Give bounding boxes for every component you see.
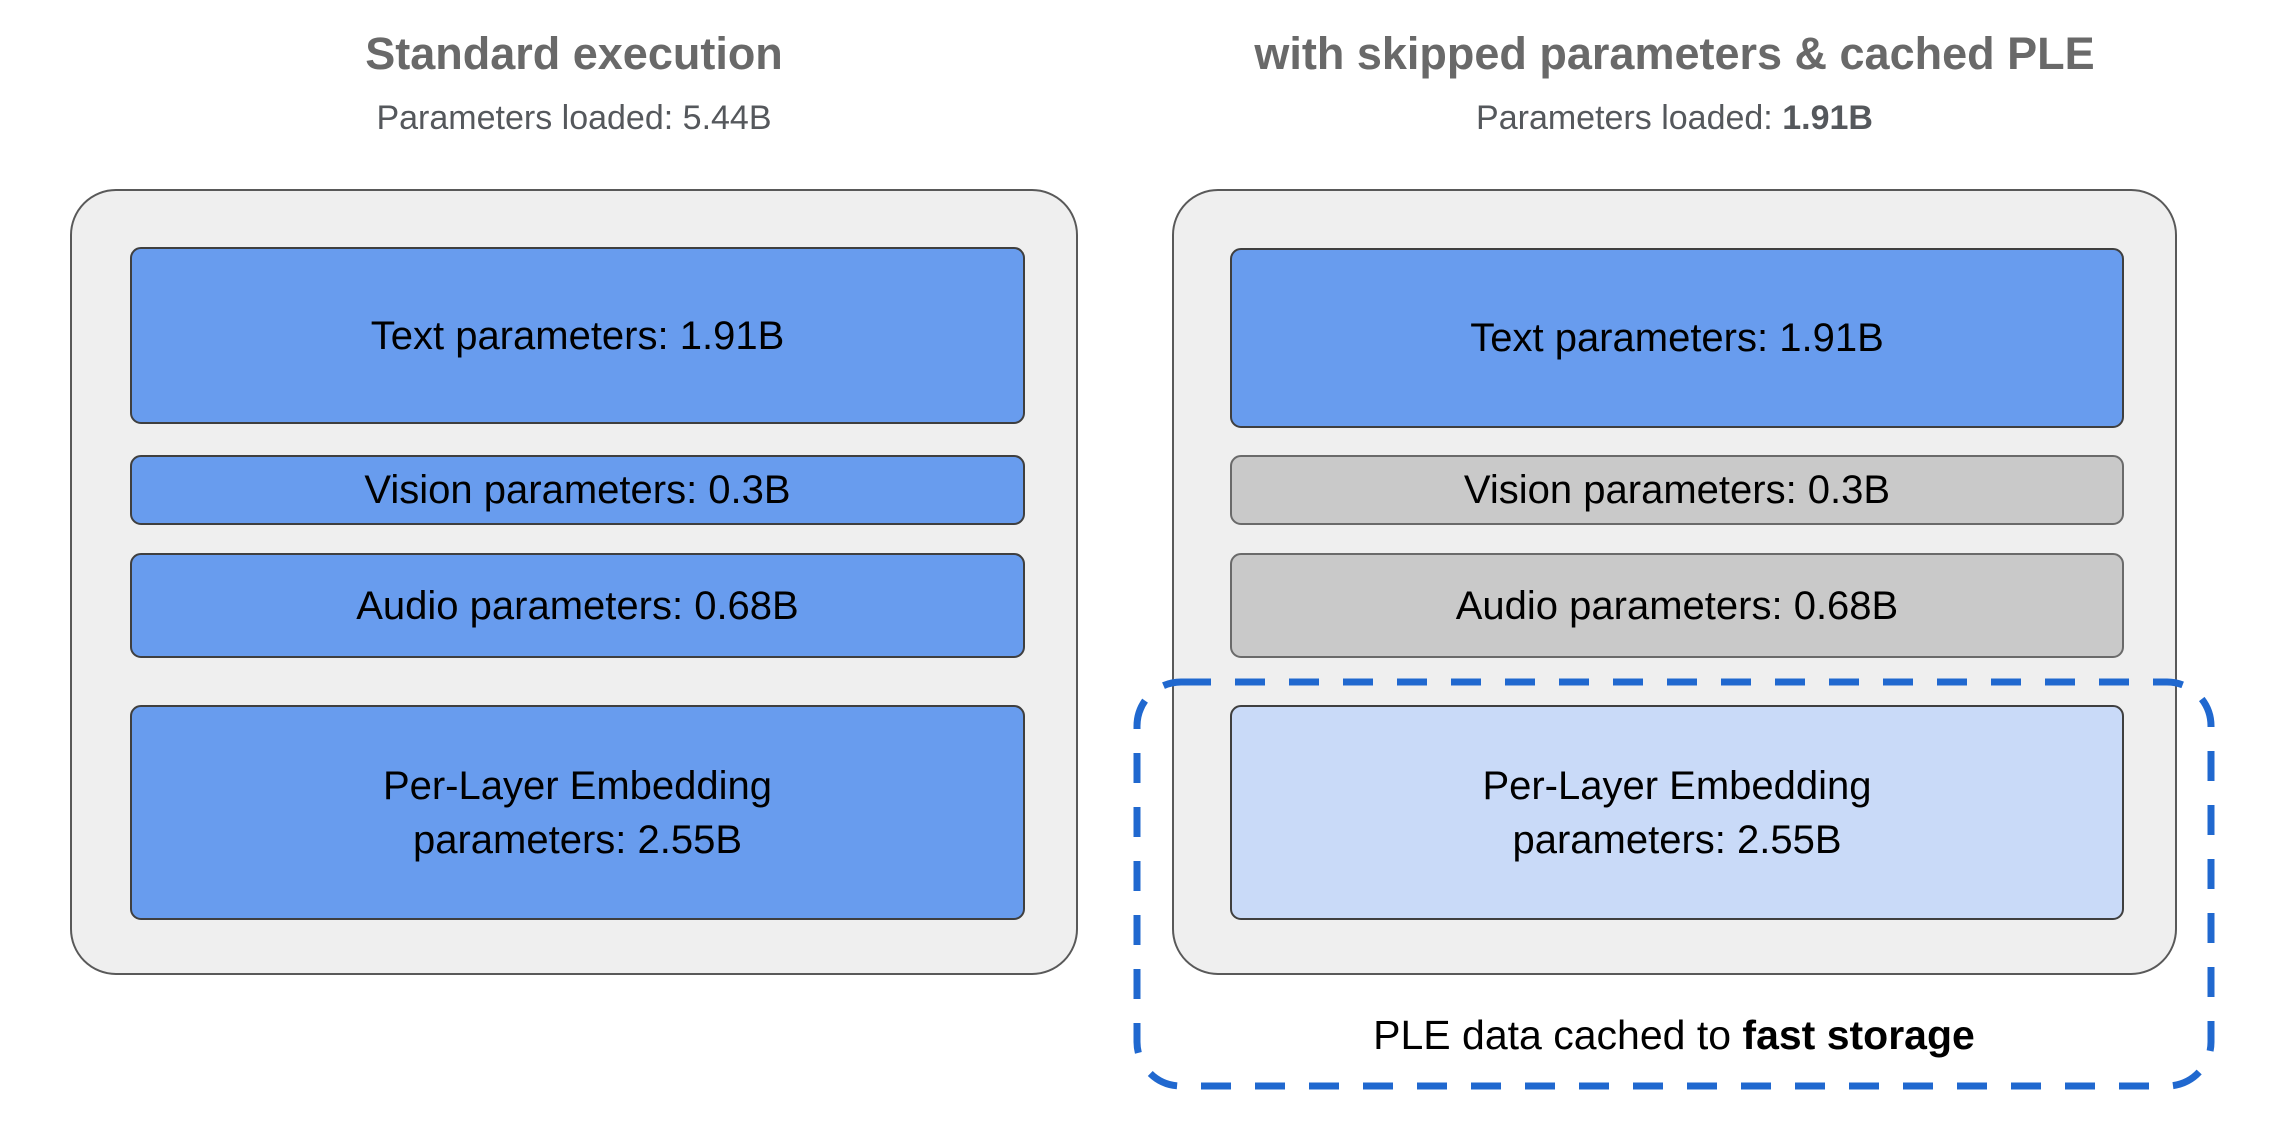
right-audio-params-label: Audio parameters: 0.68B xyxy=(1455,583,1899,628)
right-ple-params-box: Per-Layer Embedding parameters: 2.55B xyxy=(1230,705,2124,920)
left-text-params-label: Text parameters: 1.91B xyxy=(370,313,785,358)
right-panel-header: with skipped parameters & cached PLE Par… xyxy=(1172,26,2177,139)
left-vision-params-box: Vision parameters: 0.3B xyxy=(130,455,1025,525)
ple-caption-bold: fast storage xyxy=(1742,1012,1975,1058)
ple-cache-region-outline xyxy=(1133,678,2215,1090)
left-panel-subtitle: Parameters loaded: 5.44B xyxy=(70,98,1078,139)
ple-cache-dashed-rect xyxy=(1133,678,2215,1090)
left-subtitle-value: 5.44B xyxy=(682,99,772,138)
left-panel-header: Standard execution Parameters loaded: 5.… xyxy=(70,26,1078,139)
ple-cache-caption: PLE data cached to fast storage xyxy=(1133,1012,2215,1059)
right-vision-params-box: Vision parameters: 0.3B xyxy=(1230,455,2124,525)
right-subtitle-label: Parameters loaded: xyxy=(1476,99,1773,138)
right-text-params-label: Text parameters: 1.91B xyxy=(1470,316,1884,360)
left-model-container: Text parameters: 1.91B Vision parameters… xyxy=(70,189,1078,975)
left-audio-params-box: Audio parameters: 0.68B xyxy=(130,553,1025,658)
right-audio-params-box: Audio parameters: 0.68B xyxy=(1230,553,2124,658)
right-panel-subtitle: Parameters loaded: 1.91B xyxy=(1172,98,2177,139)
right-vision-params-label: Vision parameters: 0.3B xyxy=(1463,468,1891,512)
left-audio-params-label: Audio parameters: 0.68B xyxy=(356,583,799,628)
right-model-container: Text parameters: 1.91B Vision parameters… xyxy=(1172,189,2177,975)
ple-caption-regular: PLE data cached to xyxy=(1373,1012,1743,1058)
right-subtitle-value: 1.91B xyxy=(1782,99,1873,138)
left-vision-params-label: Vision parameters: 0.3B xyxy=(364,468,791,512)
left-panel-title: Standard execution xyxy=(365,28,783,79)
right-ple-params-label: Per-Layer Embedding parameters: 2.55B xyxy=(1482,763,1872,862)
right-panel-title: with skipped parameters & cached PLE xyxy=(1254,28,2095,79)
left-ple-params-label: Per-Layer Embedding parameters: 2.55B xyxy=(382,763,773,862)
left-ple-params-box: Per-Layer Embedding parameters: 2.55B xyxy=(130,705,1025,920)
left-text-params-box: Text parameters: 1.91B xyxy=(130,247,1025,424)
right-text-params-box: Text parameters: 1.91B xyxy=(1230,248,2124,428)
left-subtitle-label: Parameters loaded: xyxy=(376,99,674,138)
